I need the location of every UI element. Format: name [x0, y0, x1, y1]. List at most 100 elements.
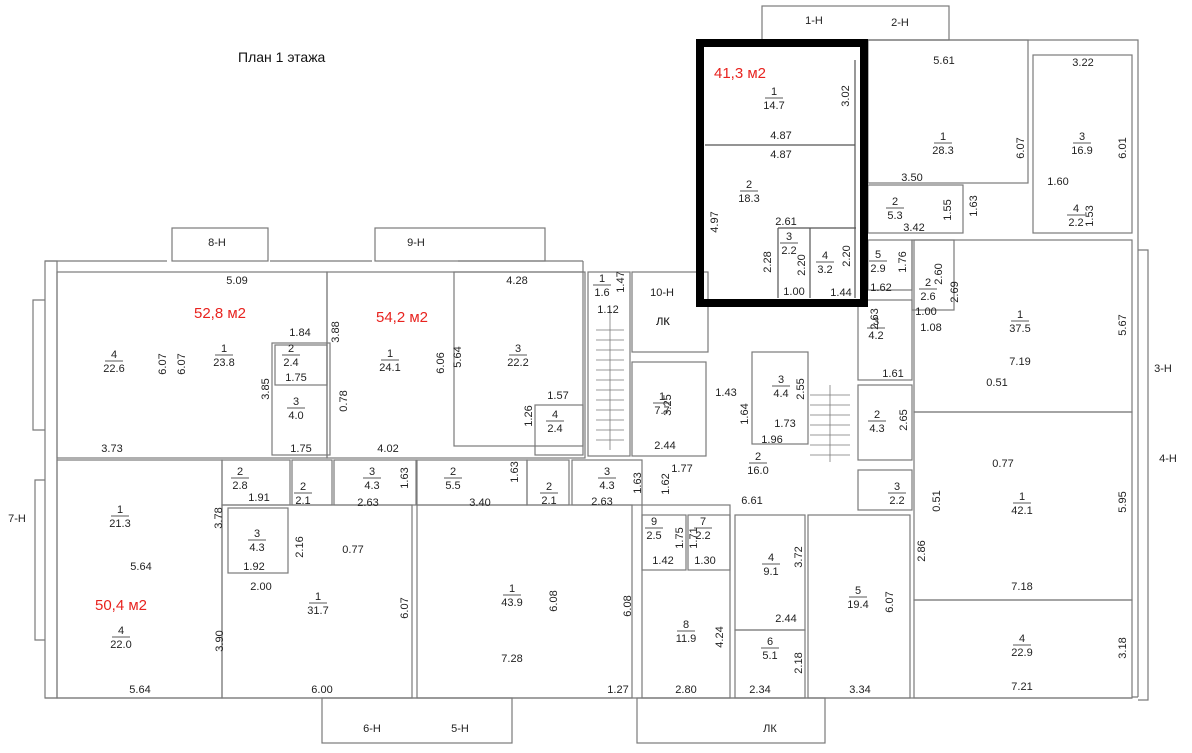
entrance-label: 3-Н: [1154, 363, 1172, 375]
highlighted-dimension: 2.20: [841, 245, 853, 266]
dimension-label: 2.16: [294, 536, 306, 557]
unit-area-label: 52,8 м2: [194, 305, 246, 322]
room-label-number: 6: [767, 636, 773, 648]
room-label-area: 22.2: [507, 357, 528, 369]
dimension-label: 6.61: [741, 495, 762, 507]
room-label-number: 1: [1017, 309, 1023, 321]
room-label-area: 4.3: [599, 480, 614, 492]
highlighted-room-number: 4: [822, 250, 828, 262]
dimension-label: 4.24: [714, 626, 726, 647]
room-label-area: 2.2: [695, 530, 710, 542]
dimension-label: 5.67: [1117, 314, 1129, 335]
entrance-label: 2-Н: [891, 17, 909, 29]
dimension-label: 3.25: [662, 394, 674, 415]
room-label-number: 2: [450, 466, 456, 478]
room-label-area: 22.6: [103, 363, 124, 375]
highlighted-room-area: 2.2: [781, 245, 796, 257]
entrance-label: ЛК: [763, 723, 777, 735]
dimension-label: 5.61: [933, 55, 954, 67]
room-label-area: 2.6: [920, 291, 935, 303]
room-label-number: 4: [1019, 633, 1025, 645]
highlighted-dimension: 1.00: [783, 286, 804, 298]
dimension-label: 1.27: [607, 684, 628, 696]
room-label-number: 3: [369, 466, 375, 478]
dimension-label: 2.63: [357, 497, 378, 509]
room-label-area: 5.5: [445, 480, 460, 492]
dimension-label: 3.40: [469, 497, 490, 509]
dimension-label: 3.90: [214, 630, 226, 651]
room-label-area: 19.4: [847, 599, 868, 611]
room-label-number: 3: [778, 374, 784, 386]
dimension-label: 3.78: [213, 507, 225, 528]
room-label-area: 16.9: [1071, 145, 1092, 157]
room-label-area: 22.9: [1011, 647, 1032, 659]
dimension-label: 6.07: [1015, 137, 1027, 158]
room-label-area: 4.0: [288, 410, 303, 422]
room-label-number: 1: [509, 583, 515, 595]
dimension-label: 1.62: [660, 473, 672, 494]
dimension-label: 1.75: [674, 527, 686, 548]
dimension-label: 2.44: [654, 440, 675, 452]
unit-area-label: 50,4 м2: [95, 597, 147, 614]
dimension-label: 1.30: [694, 555, 715, 567]
dimension-label: 1.77: [671, 463, 692, 475]
highlighted-room-number: 1: [771, 86, 777, 98]
entrance-label: 10-Н: [650, 287, 674, 299]
plan-title: План 1 этажа: [238, 49, 326, 65]
dimension-label: 6.06: [435, 352, 447, 373]
dimension-label: 1.47: [615, 271, 627, 292]
dimension-label: 2.69: [949, 281, 961, 302]
entrance-label: 8-Н: [208, 237, 226, 249]
room-label-number: 1: [315, 591, 321, 603]
room-label-area: 2.9: [870, 263, 885, 275]
dimension-label: 6.08: [548, 590, 560, 611]
dimension-label: 2.55: [795, 378, 807, 399]
room-label-number: 2: [925, 277, 931, 289]
dimension-label: 2.63: [869, 308, 881, 329]
room-label-area: 1.6: [594, 287, 609, 299]
walls: [32, 5, 1149, 744]
dimension-label: 7.28: [501, 653, 522, 665]
dimension-label: 2.34: [749, 684, 770, 696]
dimension-label: 0.77: [342, 544, 363, 556]
room-label-area: 2.8: [232, 480, 247, 492]
room-label-area: 11.9: [676, 633, 697, 645]
room-label-area: 37.5: [1009, 323, 1030, 335]
dimension-label: 2.00: [250, 581, 271, 593]
room-label-area: 2.1: [541, 495, 556, 507]
dimension-label: 1.00: [915, 306, 936, 318]
dimension-label: 6.08: [622, 595, 634, 616]
dimension-label: 3.42: [903, 222, 924, 234]
dimension-label: 1.75: [285, 372, 306, 384]
entrance-label: 9-Н: [407, 237, 425, 249]
room-label-number: 1: [599, 273, 605, 285]
dimension-label: 1.62: [870, 282, 891, 294]
highlighted-dimension: 2.28: [762, 251, 774, 272]
dimension-label: 2.44: [775, 613, 796, 625]
room-label-area: 21.3: [109, 518, 130, 530]
room-label-area: 5.1: [762, 650, 777, 662]
entrance-label: ЛК: [656, 316, 670, 328]
highlighted-room-area: 14.7: [763, 100, 784, 112]
highlighted-dimension: 1.44: [830, 287, 851, 299]
dimension-label: 1.76: [897, 251, 909, 272]
dimension-label: 5.64: [129, 684, 150, 696]
dimension-label: 1.08: [920, 322, 941, 334]
highlighted-dimension: 4.87: [770, 149, 791, 161]
room-label-area: 4.3: [869, 423, 884, 435]
room-label-number: 1: [940, 131, 946, 143]
room-label-number: 7: [700, 516, 706, 528]
room-label-number: 3: [515, 343, 521, 355]
room-label-number: 3: [254, 528, 260, 540]
room-label-number: 4: [552, 409, 558, 421]
highlighted-dimension: 3.02: [840, 85, 852, 106]
dimension-label: 6.07: [884, 591, 896, 612]
dimension-label: 2.86: [916, 540, 928, 561]
room-label-area: 5.3: [887, 210, 902, 222]
dimension-label: 7.18: [1011, 581, 1032, 593]
room-label-number: 8: [683, 619, 689, 631]
room-label-area: 31.7: [307, 605, 328, 617]
dimension-label: 6.07: [157, 353, 169, 374]
